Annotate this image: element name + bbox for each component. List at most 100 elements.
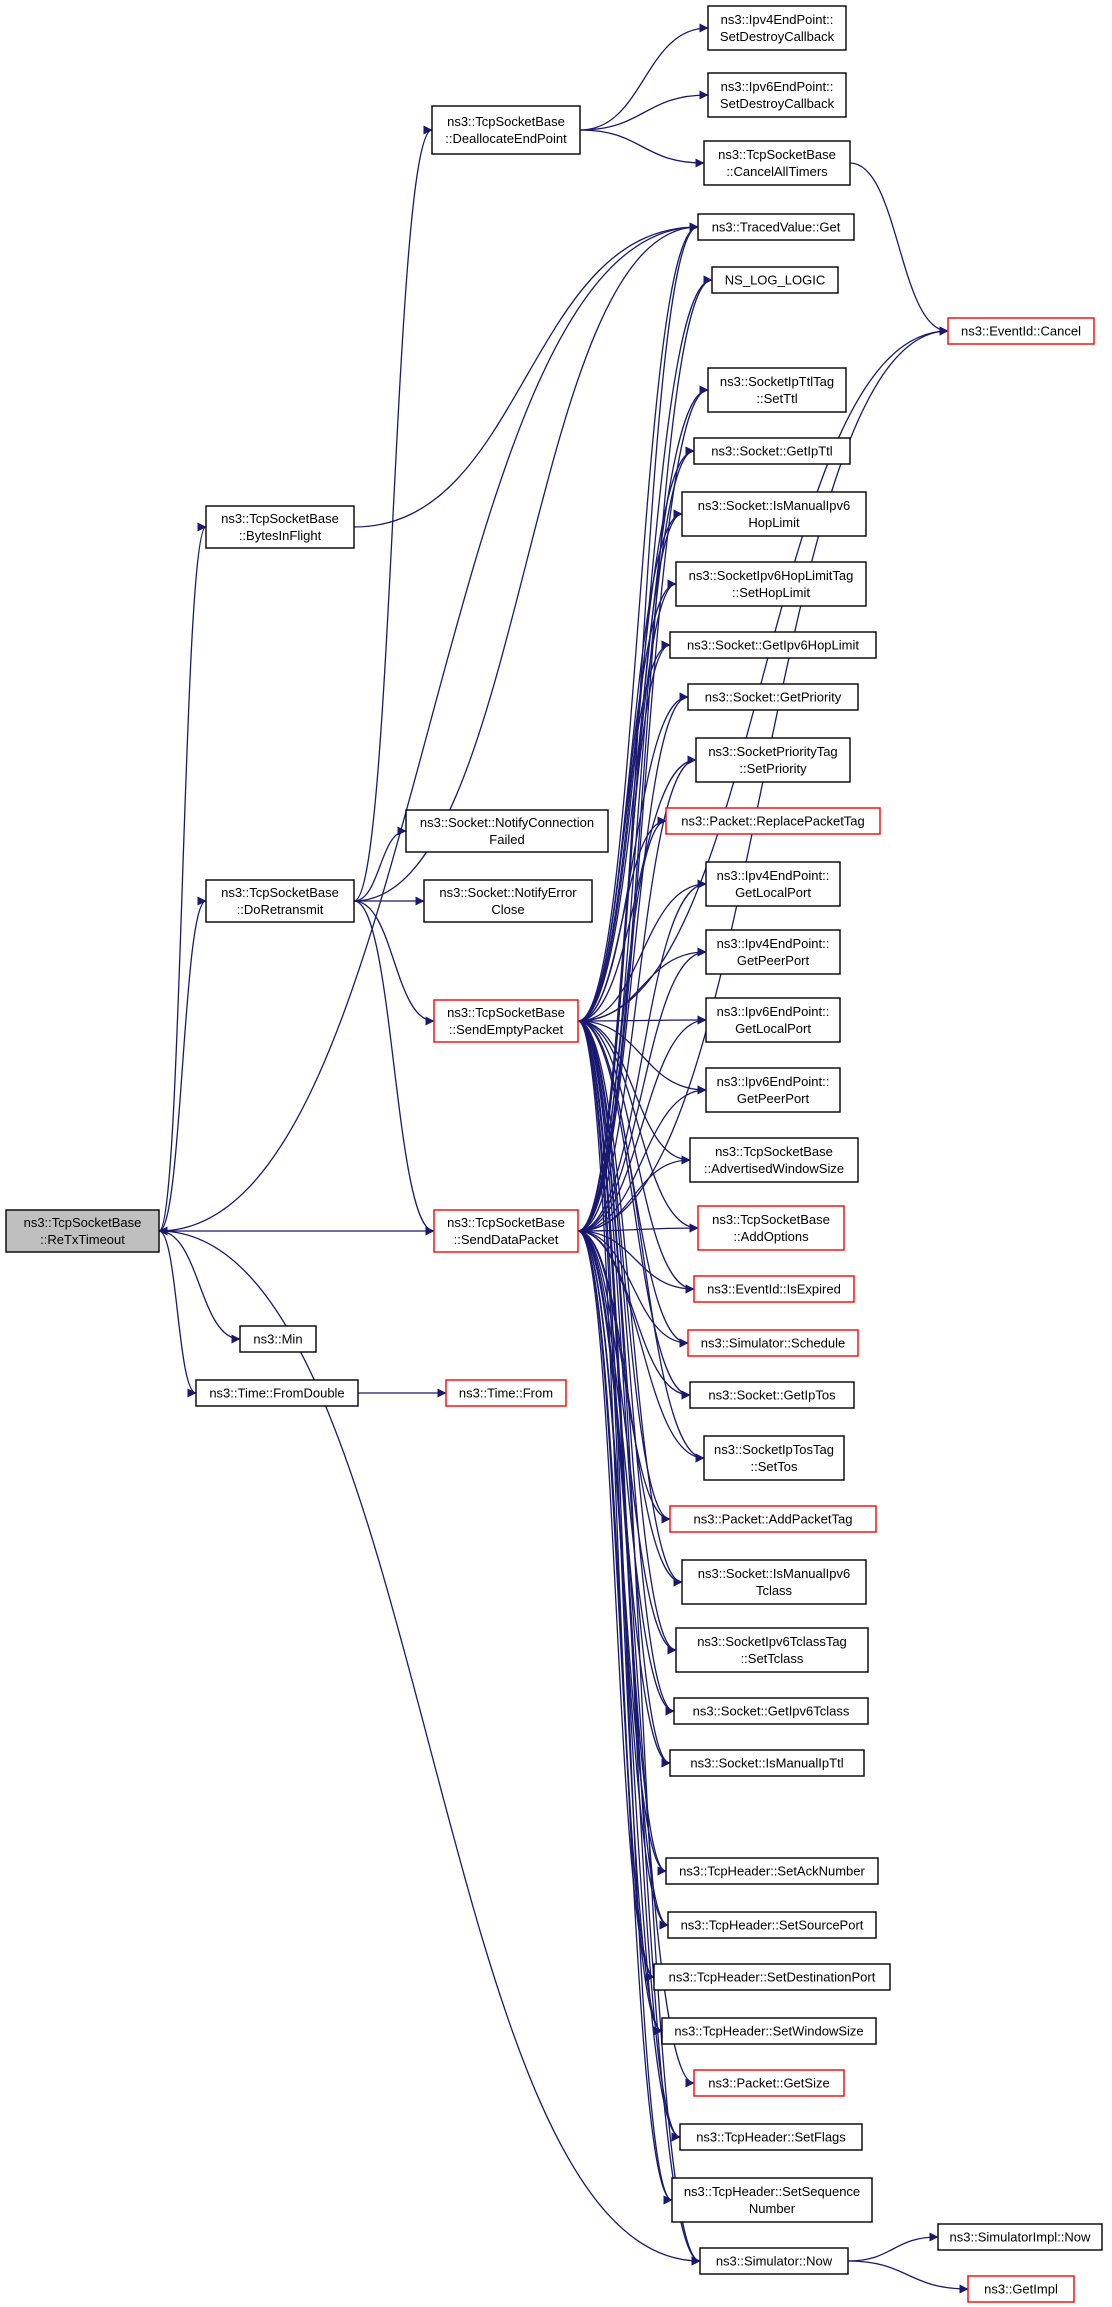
node-ismanualipttl[interactable]: ns3::Socket::IsManualIpTtl: [669, 1749, 865, 1777]
edge-doretransmit-to-sendempty: [353, 900, 435, 1026]
edge-retx-to-fromdouble: [158, 1230, 197, 1398]
node-label-ipv4peer-line-1: GetPeerPort: [737, 953, 810, 968]
node-gettclass[interactable]: ns3::Socket::GetIpv6Tclass: [673, 1697, 869, 1725]
node-deallocate[interactable]: ns3::TcpSocketBase::DeallocateEndPoint: [431, 105, 581, 155]
node-setwindow[interactable]: ns3::TcpHeader::SetWindowSize: [661, 2017, 877, 2045]
node-implnow[interactable]: ns3::SimulatorImpl::Now: [937, 2223, 1103, 2251]
node-addtag[interactable]: ns3::Packet::AddPacketTag: [669, 1505, 877, 1533]
node-label-setpriority-line-1: ::SetPriority: [739, 761, 807, 776]
node-getsize[interactable]: ns3::Packet::GetSize: [693, 2069, 845, 2097]
node-label-notifyerrorclose-line-1: Close: [491, 902, 524, 917]
node-sendempty[interactable]: ns3::TcpSocketBase::SendEmptyPacket: [433, 999, 579, 1043]
node-advwindow[interactable]: ns3::TcpSocketBase::AdvertisedWindowSize: [689, 1137, 859, 1183]
node-label-senddata-line-1: ::SendDataPacket: [454, 1232, 559, 1247]
edge-layer: [158, 23, 969, 2294]
edge-deallocate-to-ipv6destroy: [579, 90, 709, 131]
node-label-setseq-line-0: ns3::TcpHeader::SetSequence: [684, 2184, 860, 2199]
edge-doretransmit-to-senddata: [353, 900, 435, 1236]
node-box-replacetag: [665, 807, 881, 835]
node-getimpl[interactable]: ns3::GetImpl: [967, 2275, 1075, 2303]
node-box-getipttl: [693, 437, 851, 465]
node-label-setwindow-line-0: ns3::TcpHeader::SetWindowSize: [674, 2024, 863, 2039]
node-label-setflags-line-0: ns3::TcpHeader::SetFlags: [696, 2130, 846, 2145]
node-fromdouble[interactable]: ns3::Time::FromDouble: [195, 1379, 359, 1407]
node-label-ipv4local-line-1: GetLocalPort: [735, 885, 811, 900]
node-label-settos-line-0: ns3::SocketIpTosTag: [714, 1442, 834, 1457]
node-setpriority[interactable]: ns3::SocketPriorityTag::SetPriority: [695, 737, 851, 783]
node-min[interactable]: ns3::Min: [239, 1325, 317, 1353]
node-label-ipv6destroy-line-0: ns3::Ipv6EndPoint::: [721, 79, 834, 94]
node-tracedget[interactable]: ns3::TracedValue::Get: [697, 213, 855, 241]
node-box-ismanualipttl: [669, 1749, 865, 1777]
node-box-ipttlsetttl: [707, 367, 847, 413]
node-label-ipttlsetttl-line-1: ::SetTtl: [756, 391, 797, 406]
node-schedule[interactable]: ns3::Simulator::Schedule: [687, 1329, 859, 1357]
node-label-isexpired-line-0: ns3::EventId::IsExpired: [707, 1282, 841, 1297]
node-addoptions[interactable]: ns3::TcpSocketBase::AddOptions: [697, 1205, 845, 1251]
node-box-eventcancel: [947, 317, 1095, 345]
node-box-senddata: [433, 1209, 579, 1253]
node-setsrcport[interactable]: ns3::TcpHeader::SetSourcePort: [667, 1911, 877, 1939]
node-ipttlsetttl[interactable]: ns3::SocketIpTtlTag::SetTtl: [707, 367, 847, 413]
node-nslog[interactable]: NS_LOG_LOGIC: [711, 266, 839, 294]
node-ipv4local[interactable]: ns3::Ipv4EndPoint::GetLocalPort: [705, 861, 841, 907]
edge-doretransmit-to-deallocate: [353, 125, 433, 902]
node-label-retx-line-1: ::ReTxTimeout: [40, 1232, 125, 1247]
node-bytesinflight[interactable]: ns3::TcpSocketBase::BytesInFlight: [205, 505, 355, 549]
node-ipv6peer[interactable]: ns3::Ipv6EndPoint::GetPeerPort: [705, 1067, 841, 1113]
node-box-ipv4peer: [705, 929, 841, 975]
node-label-replacetag-line-0: ns3::Packet::ReplacePacketTag: [681, 814, 865, 829]
node-box-setseq: [671, 2177, 873, 2223]
node-ipv6local[interactable]: ns3::Ipv6EndPoint::GetLocalPort: [705, 997, 841, 1043]
node-label-retx-line-0: ns3::TcpSocketBase: [24, 1215, 142, 1230]
node-getipttl[interactable]: ns3::Socket::GetIpTtl: [693, 437, 851, 465]
node-box-setsrcport: [667, 1911, 877, 1939]
node-label-setseq-line-1: Number: [749, 2201, 796, 2216]
node-simnow[interactable]: ns3::Simulator::Now: [699, 2247, 849, 2275]
node-timefrom[interactable]: ns3::Time::From: [445, 1379, 567, 1407]
node-cancelalltimers[interactable]: ns3::TcpSocketBase::CancelAllTimers: [703, 140, 851, 186]
edge-senddata-to-getpriority: [577, 692, 689, 1232]
node-box-retx: [5, 1209, 160, 1253]
edge-senddata-to-ismanualtclass: [577, 1230, 683, 1587]
node-label-settclass-line-0: ns3::SocketIpv6TclassTag: [697, 1634, 847, 1649]
node-setack[interactable]: ns3::TcpHeader::SetAckNumber: [665, 1857, 879, 1885]
node-ipv6destroy[interactable]: ns3::Ipv6EndPoint::SetDestroyCallback: [707, 72, 847, 118]
node-isexpired[interactable]: ns3::EventId::IsExpired: [693, 1275, 855, 1303]
node-doretransmit[interactable]: ns3::TcpSocketBase::DoRetransmit: [205, 879, 355, 923]
edge-sendempty-to-getipv6hop: [577, 640, 671, 1022]
node-ipv4destroy[interactable]: ns3::Ipv4EndPoint::SetDestroyCallback: [707, 5, 847, 51]
node-box-gettclass: [673, 1697, 869, 1725]
edge-sendempty-to-ismanualipttl: [577, 1020, 671, 1768]
node-settclass[interactable]: ns3::SocketIpv6TclassTag::SetTclass: [675, 1627, 869, 1673]
node-getiptos[interactable]: ns3::Socket::GetIpTos: [689, 1381, 855, 1409]
node-sethoplimit[interactable]: ns3::SocketIpv6HopLimitTag::SetHopLimit: [675, 561, 867, 607]
node-label-addoptions-line-1: ::AddOptions: [733, 1229, 809, 1244]
node-box-setpriority: [695, 737, 851, 783]
edge-senddata-to-ipttlsetttl: [577, 385, 709, 1232]
node-box-min: [239, 1325, 317, 1353]
node-setdstport[interactable]: ns3::TcpHeader::SetDestinationPort: [653, 1963, 891, 1991]
edge-sendempty-to-isexpired: [577, 1020, 695, 1294]
node-getpriority[interactable]: ns3::Socket::GetPriority: [687, 683, 859, 711]
node-label-ismanualipttl-line-0: ns3::Socket::IsManualIpTtl: [690, 1756, 843, 1771]
edge-senddata-to-settclass: [577, 1230, 677, 1655]
node-replacetag[interactable]: ns3::Packet::ReplacePacketTag: [665, 807, 881, 835]
node-label-ipv6peer-line-1: GetPeerPort: [737, 1091, 810, 1106]
node-label-cancelalltimers-line-1: ::CancelAllTimers: [726, 164, 828, 179]
node-label-ipv4peer-line-0: ns3::Ipv4EndPoint::: [717, 936, 830, 951]
node-ipv4peer[interactable]: ns3::Ipv4EndPoint::GetPeerPort: [705, 929, 841, 975]
node-getipv6hop[interactable]: ns3::Socket::GetIpv6HopLimit: [669, 631, 877, 659]
node-layer: ns3::TcpSocketBase::ReTxTimeoutns3::TcpS…: [5, 5, 1103, 2303]
node-senddata[interactable]: ns3::TcpSocketBase::SendDataPacket: [433, 1209, 579, 1253]
node-retx[interactable]: ns3::TcpSocketBase::ReTxTimeout: [5, 1209, 160, 1253]
node-settos[interactable]: ns3::SocketIpTosTag::SetTos: [703, 1435, 845, 1481]
node-eventcancel[interactable]: ns3::EventId::Cancel: [947, 317, 1095, 345]
node-label-getimpl-line-0: ns3::GetImpl: [984, 2282, 1058, 2297]
node-setflags[interactable]: ns3::TcpHeader::SetFlags: [679, 2123, 863, 2151]
